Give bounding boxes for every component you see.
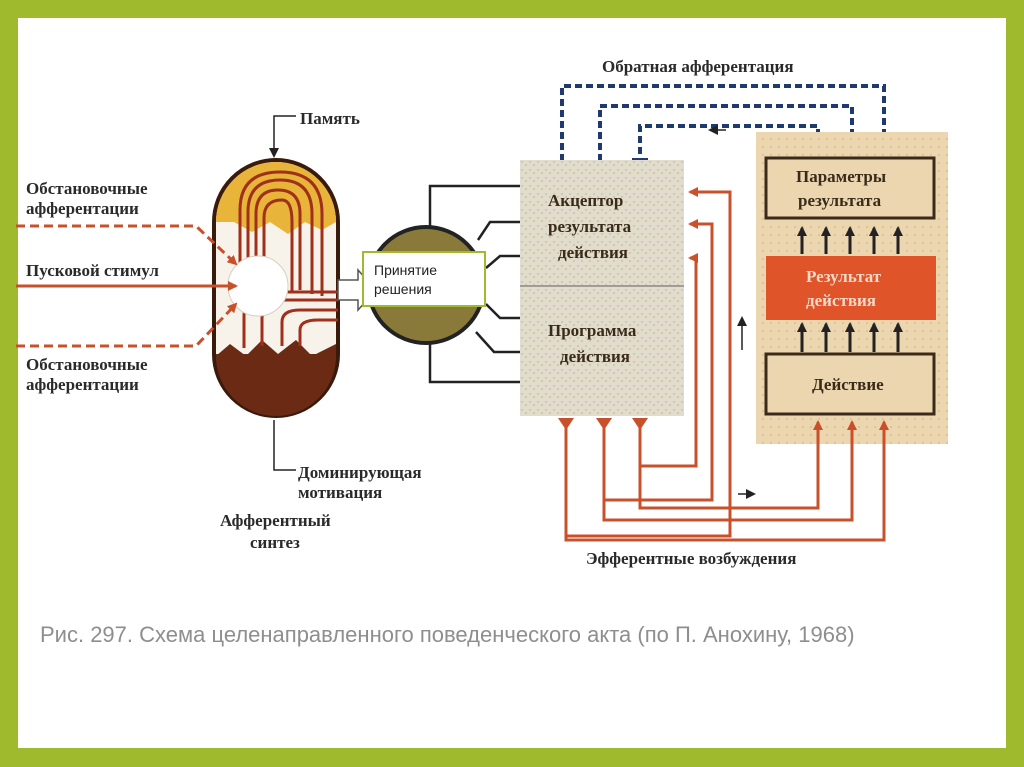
situational-afferent-bottom-label-1: Обстановочные xyxy=(26,355,148,374)
program-output-ports xyxy=(558,418,648,430)
acceptor-label-3: действия xyxy=(558,243,628,262)
acceptor-label-2: результата xyxy=(548,217,632,236)
motivation-label-2: мотивация xyxy=(298,483,382,502)
situational-afferent-bottom-label-2: афферентации xyxy=(26,375,139,394)
result-params-label-1: Параметры xyxy=(796,167,886,186)
trigger-stimulus-label: Пусковой стимул xyxy=(26,261,159,280)
decision-label-box: Принятие решения xyxy=(362,251,486,307)
efferent-excitation-label: Эфферентные возбуждения xyxy=(586,549,796,568)
decision-label-1: Принятие xyxy=(374,262,437,278)
afferent-synthesis-capsule xyxy=(212,158,340,418)
situational-afferent-top-label-1: Обстановочные xyxy=(26,179,148,198)
action-panel xyxy=(756,132,948,444)
action-label: Действие xyxy=(812,375,884,394)
afferent-synthesis-label-2: синтез xyxy=(250,533,300,552)
action-result-label-2: действия xyxy=(806,291,876,310)
label-pointers xyxy=(269,115,296,471)
acceptor-program-panel xyxy=(520,160,684,416)
program-label-2: действия xyxy=(560,347,630,366)
memory-label: Память xyxy=(300,109,360,128)
afferent-input-arrows xyxy=(16,224,238,348)
efferent-arrows xyxy=(564,420,889,542)
program-label-1: Программа xyxy=(548,321,637,340)
situational-afferent-top-label-2: афферентации xyxy=(26,199,139,218)
motivation-label-1: Доминирующая xyxy=(298,463,422,482)
feedback-label: Обратная афферентация xyxy=(602,57,794,76)
afferent-synthesis-label-1: Афферентный xyxy=(220,511,331,530)
figure-caption: Рис. 297. Схема целенаправленного поведе… xyxy=(40,622,855,647)
acceptor-label-1: Акцептор xyxy=(548,191,623,210)
result-params-label-2: результата xyxy=(798,191,882,210)
action-result-label-1: Результат xyxy=(806,267,882,286)
decision-label-2: решения xyxy=(374,281,432,297)
